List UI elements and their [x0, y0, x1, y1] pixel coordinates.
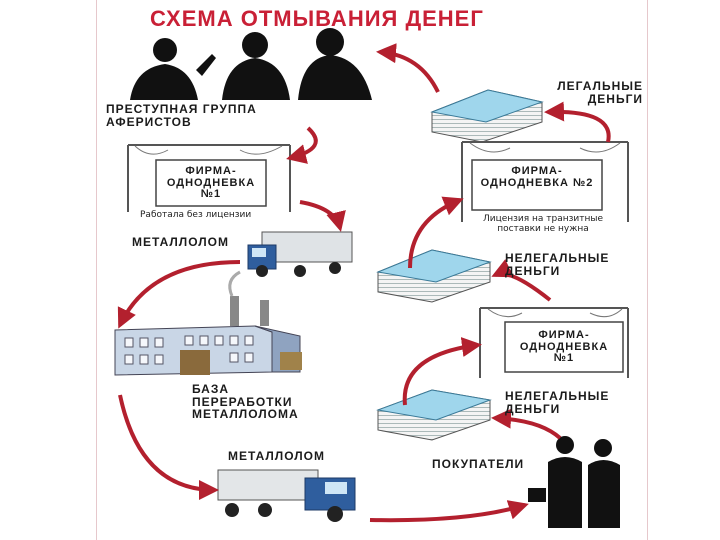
criminal-group-silhouette: [130, 28, 372, 100]
truck-1-icon: [247, 231, 353, 277]
arrow-money2-to-firm1right: [402, 337, 482, 406]
arrow-truck1-to-factory: [117, 260, 241, 329]
arrow-money1-to-firm2: [408, 196, 464, 269]
legal-money-stack: [430, 89, 544, 143]
arrow-truck2-to-buyers: [369, 500, 529, 523]
illegal-money-stack-2: [376, 389, 492, 441]
flow-arrows: [117, 43, 611, 523]
firm1-right-sign: [479, 307, 629, 378]
arrow-firm1-to-truck1: [299, 200, 346, 232]
arrow-legal-money-to-group: [376, 43, 440, 93]
firm1-note: Работала без лицензии: [140, 210, 252, 220]
scrap2-label: МЕТАЛЛОЛОМ: [228, 449, 326, 463]
arrow-factory-to-truck2: [118, 394, 219, 500]
firm1-sign: [127, 144, 291, 212]
illegal-money1-label: НЕЛЕГАЛЬНЫЕ ДЕНЬГИ: [505, 251, 610, 278]
illegal-money-stack-1: [376, 249, 492, 303]
arrow-firm2-to-legal-money: [544, 101, 611, 143]
firm2-note: Лицензия на транзитные поставки не нужна: [482, 214, 604, 234]
firm2-sign: [461, 141, 629, 222]
buyers-silhouette: [528, 436, 620, 528]
firm1-right-label: ФИРМА-ОДНОДНЕВКА №1: [519, 329, 609, 365]
scrap1-label: МЕТАЛЛОЛОМ: [132, 235, 230, 249]
truck-2-icon: [217, 469, 356, 522]
buyers-label: ПОКУПАТЕЛИ: [432, 457, 525, 471]
diagram-title: СХЕМА ОТМЫВАНИЯ ДЕНЕГ: [150, 6, 484, 31]
firm1-label: ФИРМА-ОДНОДНЕВКА №1: [166, 165, 256, 201]
group-label: ПРЕСТУПНАЯ ГРУППА АФЕРИСТОВ: [106, 102, 257, 129]
factory-label: БАЗА ПЕРЕРАБОТКИ МЕТАЛЛОЛОМА: [192, 382, 299, 422]
factory-windows: [124, 335, 254, 365]
legal-money-label: ЛЕГАЛЬНЫЕ ДЕНЬГИ: [557, 79, 643, 106]
illegal-money2-label: НЕЛЕГАЛЬНЫЕ ДЕНЬГИ: [505, 389, 610, 416]
arrow-buyers-to-money2: [491, 408, 562, 440]
firm2-label: ФИРМА-ОДНОДНЕВКА №2: [480, 165, 594, 189]
arrow-firm1right-to-money1: [491, 259, 552, 302]
arrow-group-to-firm1: [286, 126, 318, 164]
